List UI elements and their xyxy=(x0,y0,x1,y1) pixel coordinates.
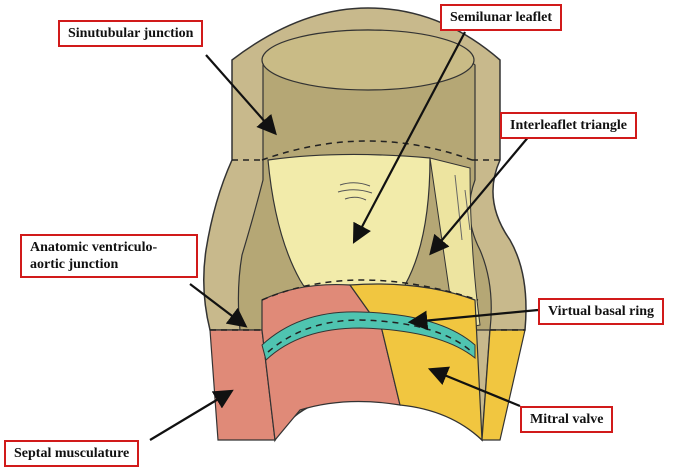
label-virtual-basal-ring: Virtual basal ring xyxy=(538,298,664,325)
label-mitral-valve: Mitral valve xyxy=(520,406,613,433)
mitral-valve-outer xyxy=(482,330,525,440)
label-anatomic-vaj-line2: aortic junction xyxy=(30,256,188,273)
label-sinutubular-junction: Sinutubular junction xyxy=(58,20,203,47)
label-anatomic-vaj: Anatomic ventriculo- aortic junction xyxy=(20,234,198,278)
label-semilunar-leaflet: Semilunar leaflet xyxy=(440,4,562,31)
label-interleaflet-triangle: Interleaflet triangle xyxy=(500,112,637,139)
label-anatomic-vaj-line1: Anatomic ventriculo- xyxy=(30,239,188,256)
top-rim xyxy=(262,30,474,90)
label-septal-musculature: Septal musculature xyxy=(4,440,139,467)
